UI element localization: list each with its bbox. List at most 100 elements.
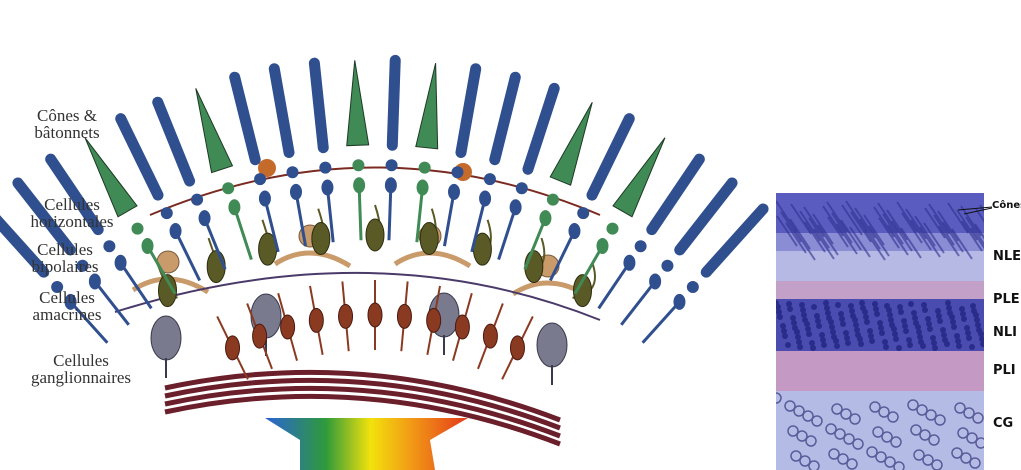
inner-nucleus xyxy=(869,338,875,344)
bipolar-cell-body xyxy=(368,303,382,327)
rod-outer-segment xyxy=(652,159,700,229)
cone-cell xyxy=(347,60,369,240)
inner-segment xyxy=(607,223,619,235)
label-nle: NLE xyxy=(993,249,1021,264)
inner-nucleus xyxy=(824,305,830,311)
inner-nucleus xyxy=(887,312,893,318)
inner-nucleus xyxy=(883,344,889,350)
inner-segment xyxy=(191,194,203,206)
label-ganglion-cells: Cellules ganglionnaires xyxy=(6,352,156,386)
inner-nucleus xyxy=(854,327,860,333)
label-cones-rods: Cônes & bâtonnets xyxy=(22,107,112,141)
inner-segment xyxy=(352,159,364,171)
rod-outer-segment xyxy=(314,63,323,148)
inner-nucleus xyxy=(790,315,796,321)
inner-nucleus xyxy=(805,326,811,332)
light-spectrum-beam xyxy=(265,418,468,470)
bipolar-cell-body xyxy=(483,324,497,348)
inner-nucleus xyxy=(848,303,854,309)
inner-nucleus xyxy=(862,309,868,315)
histology-layer xyxy=(776,351,984,391)
label-ple: PLE xyxy=(993,292,1020,307)
light-spectrum xyxy=(265,418,468,470)
inner-nucleus xyxy=(920,343,926,349)
horizontal-cell-body xyxy=(366,219,384,251)
inner-nucleus xyxy=(922,307,928,313)
inner-nucleus xyxy=(906,337,912,343)
inner-nucleus xyxy=(780,323,786,329)
inner-nucleus xyxy=(863,314,869,320)
ganglion-cells xyxy=(151,293,567,385)
inner-nucleus xyxy=(898,309,904,315)
inner-nucleus xyxy=(843,330,849,336)
inner-nucleus xyxy=(809,340,815,346)
inner-nucleus xyxy=(902,323,908,329)
inner-nucleus xyxy=(912,315,918,321)
axon xyxy=(643,302,680,343)
label-pli: PLI xyxy=(993,363,1016,378)
cone-outer-segment xyxy=(550,102,592,185)
cone-outer-segment xyxy=(196,88,233,172)
inner-nucleus xyxy=(835,302,841,308)
inner-nucleus xyxy=(791,320,797,326)
inner-nucleus xyxy=(819,332,825,338)
cone-outer-segment xyxy=(613,138,665,217)
inner-nucleus xyxy=(815,318,821,324)
inner-nucleus xyxy=(777,314,783,320)
inner-nucleus xyxy=(917,334,923,340)
inner-nucleus xyxy=(940,327,946,333)
inner-nucleus xyxy=(954,333,960,339)
axon xyxy=(234,207,251,259)
bipolar-cell-body xyxy=(455,315,469,339)
inner-nucleus xyxy=(941,332,947,338)
horizontal-cell-body xyxy=(207,251,225,283)
inner-nucleus xyxy=(852,317,858,323)
inner-segment xyxy=(577,207,589,219)
inner-nucleus xyxy=(853,322,859,328)
inner-nucleus xyxy=(800,307,806,313)
inner-nucleus xyxy=(786,301,792,307)
inner-nucleus xyxy=(970,303,976,309)
inner-nucleus xyxy=(840,321,846,327)
inner-segment xyxy=(661,260,673,272)
rod-cell xyxy=(274,69,305,246)
bipolar-cell-body xyxy=(397,304,411,328)
inner-nucleus xyxy=(795,334,801,340)
inner-nucleus xyxy=(794,329,800,335)
label-horizontal-cells: Cellules horizontales xyxy=(10,196,134,230)
inner-nucleus xyxy=(799,302,805,308)
inner-nucleus xyxy=(834,343,840,349)
inner-nucleus xyxy=(921,302,927,308)
inner-nucleus xyxy=(956,343,962,349)
bipolar-cell-body xyxy=(309,308,323,332)
rod-outer-segment xyxy=(274,69,289,153)
inner-nucleus xyxy=(828,319,834,325)
inner-nucleus xyxy=(838,311,844,317)
inner-nucleus xyxy=(949,314,955,320)
inner-nucleus xyxy=(868,333,874,339)
bipolar-cell-body xyxy=(226,336,240,360)
histology-layer xyxy=(776,251,984,281)
axon xyxy=(599,263,630,309)
inner-segment xyxy=(222,182,234,194)
inner-segment xyxy=(635,240,647,252)
rod-outer-segment xyxy=(461,69,476,153)
label-cg: CG xyxy=(993,416,1013,431)
inner-nucleus xyxy=(797,344,803,350)
inner-nucleus xyxy=(873,306,879,312)
label-amacrine-cells: Cellules amacrines xyxy=(12,289,122,323)
inner-nucleus xyxy=(782,333,788,339)
inner-nucleus xyxy=(823,300,829,306)
inner-segment xyxy=(386,159,398,171)
axon xyxy=(389,185,391,240)
inner-nucleus xyxy=(825,310,831,316)
bipolar-cell-body xyxy=(281,315,295,339)
inner-nucleus xyxy=(814,313,820,319)
inner-nucleus xyxy=(891,326,897,332)
inner-nucleus xyxy=(950,319,956,325)
inner-nucleus xyxy=(935,308,941,314)
inner-nucleus xyxy=(974,317,980,323)
inner-nucleus xyxy=(903,328,909,334)
inner-nucleus xyxy=(820,337,826,343)
